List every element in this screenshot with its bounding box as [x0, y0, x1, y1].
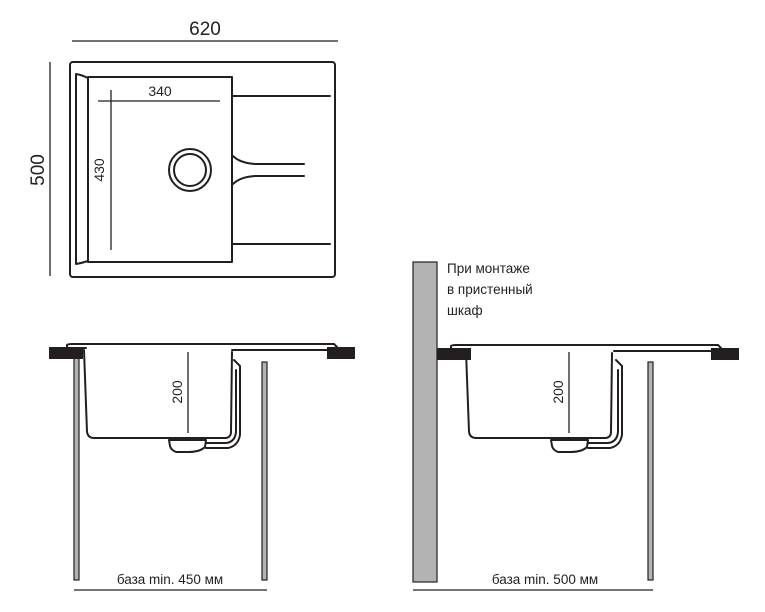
sink-rim: [66, 343, 338, 351]
depth-label: 500: [28, 154, 49, 186]
bowl-depth-label: 200: [169, 380, 185, 404]
note-line-1: При монтаже: [447, 261, 530, 276]
sink-outline: [69, 61, 336, 278]
width-label: 620: [189, 19, 221, 40]
bowl-depth-label: 200: [550, 380, 566, 404]
base-label: база min. 450 мм: [117, 572, 223, 587]
bowl-outline: [87, 76, 233, 263]
overflow-pipe: [205, 359, 241, 449]
drain-channel: [232, 155, 305, 185]
countertop-right: [327, 347, 355, 359]
wall: [412, 261, 438, 583]
base-label: база min. 500 мм: [492, 572, 598, 587]
overflow-pipe: [587, 359, 623, 449]
drain-outer-ring: [168, 148, 212, 192]
bowl-profile: [83, 349, 233, 439]
bowl-width-label: 340: [148, 83, 172, 99]
cabinet-wall-right: [647, 361, 654, 581]
cabinet-wall-right: [261, 361, 268, 581]
top-view: 620 500 340 430: [28, 19, 338, 278]
side-view-wall-mounted: 200 При монтаже в пристенный шкаф база m…: [412, 261, 739, 591]
drain-fitting: [550, 439, 589, 453]
countertop-left: [437, 348, 471, 360]
note-line-3: шкаф: [447, 303, 483, 318]
side-view-standard: 200 база min. 450 мм: [49, 343, 355, 591]
countertop-left: [49, 347, 83, 359]
sink-rim: [450, 344, 722, 352]
drain-inner-ring: [173, 153, 207, 187]
bowl-length-label: 430: [91, 158, 107, 182]
note-line-2: в пристенный: [447, 282, 533, 297]
bowl-profile: [465, 350, 613, 439]
countertop-right: [711, 348, 739, 360]
drain-fitting: [168, 439, 207, 453]
rear-rim: [75, 73, 89, 265]
cabinet-wall-left: [73, 357, 80, 581]
